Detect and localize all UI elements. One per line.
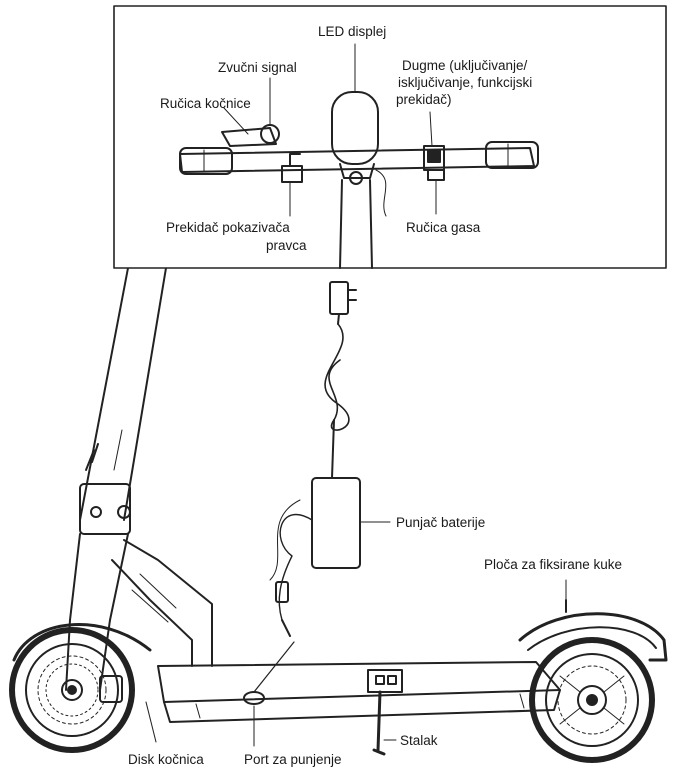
steering-column bbox=[79, 267, 167, 521]
charger-part bbox=[253, 281, 361, 693]
handlebar-detail bbox=[113, 5, 667, 269]
label-brake-lever: Ručica kočnice bbox=[160, 96, 251, 111]
front-fender bbox=[12, 623, 152, 662]
label-power-button-line2: isključivanje, funkcijski bbox=[398, 75, 533, 90]
folding-joint bbox=[65, 443, 131, 691]
kickstand-part bbox=[367, 669, 403, 756]
front-wheel bbox=[9, 627, 135, 753]
rear-wheel bbox=[529, 637, 655, 763]
charging-port-cap bbox=[243, 691, 265, 705]
deck-neck bbox=[111, 539, 213, 667]
deck bbox=[157, 661, 561, 723]
label-power-button-line1: Dugme (uključivanje/ bbox=[402, 58, 528, 73]
label-throttle: Ručica gasa bbox=[406, 220, 481, 235]
label-charging-port: Port za punjenje bbox=[244, 752, 342, 767]
label-horn: Zvučni signal bbox=[218, 60, 297, 75]
label-kickstand: Stalak bbox=[400, 733, 438, 748]
label-disc-brake: Disk kočnica bbox=[128, 752, 204, 767]
label-turn-signal-line1: Prekidač pokazivača bbox=[166, 220, 290, 235]
rear-fender bbox=[518, 599, 668, 662]
leader-lines bbox=[145, 43, 567, 747]
label-charger: Punjač baterije bbox=[396, 515, 486, 530]
label-hook-plate: Ploča za fiksirane kuke bbox=[484, 557, 623, 572]
label-power-button-line3: prekidač) bbox=[396, 92, 452, 107]
disc-brake-caliper bbox=[99, 675, 123, 703]
label-turn-signal-line2: pravca bbox=[266, 238, 307, 253]
label-led-display: LED displej bbox=[318, 24, 387, 39]
